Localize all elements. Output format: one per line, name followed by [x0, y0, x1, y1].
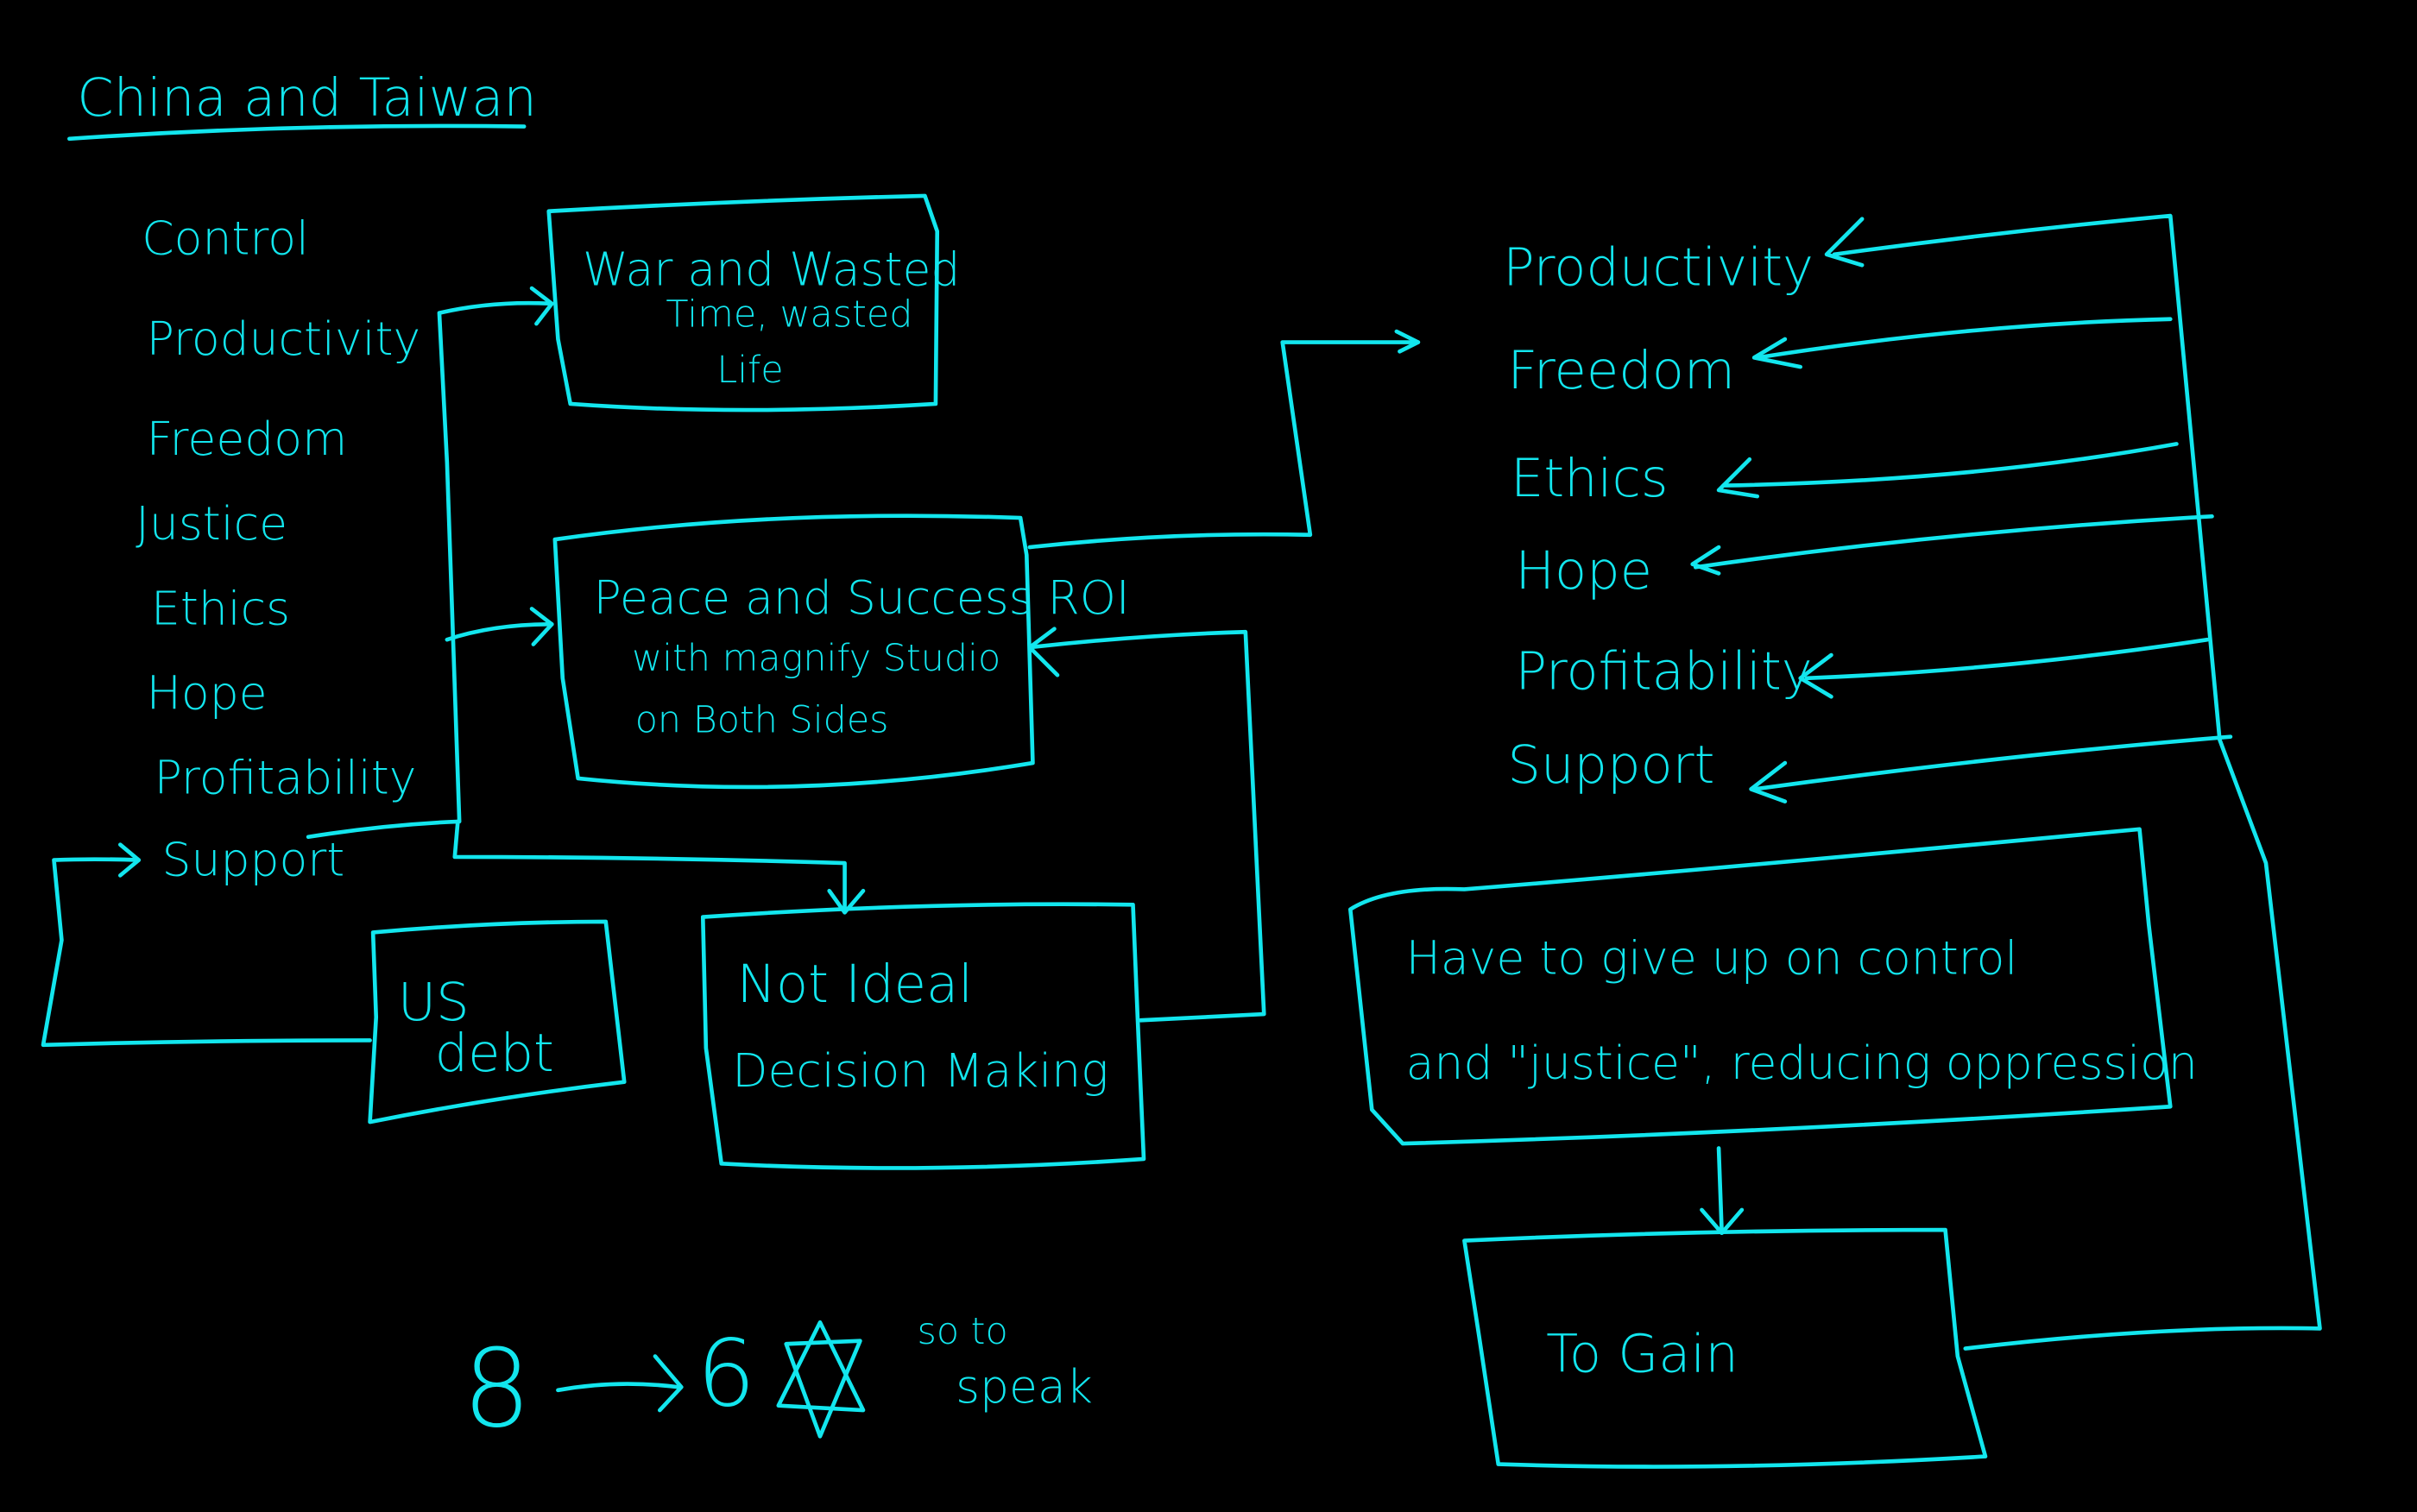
war-box-line-1: War and Wasted [583, 242, 960, 296]
note-line-1: so to [918, 1310, 1008, 1353]
peace-box-line-2: with magnify Studio [632, 637, 1000, 680]
not-ideal-line-1: Not Ideal [737, 954, 974, 1015]
right-connectors [1690, 213, 2322, 1351]
us-debt-box: US debt [368, 919, 627, 1125]
peace-box-line-3: on Both Sides [635, 698, 889, 741]
left-item-productivity: Productivity [147, 312, 421, 366]
right-item-freedom: Freedom [1507, 341, 1735, 401]
right-item-profitability: Profitability [1515, 641, 1812, 702]
us-debt-line-2: debt [435, 1024, 554, 1084]
right-value-list: Productivity Freedom Ethics Hope Profita… [1503, 237, 1814, 796]
left-item-control: Control [142, 211, 309, 266]
give-up-box: Have to give up on control and "justice"… [1347, 827, 2198, 1146]
left-item-justice: Justice [136, 496, 287, 551]
right-item-ethics: Ethics [1511, 449, 1668, 509]
right-item-support: Support [1507, 735, 1714, 796]
left-value-list: Control Productivity Freedom Justice Eth… [136, 211, 420, 887]
peace-box: Peace and Success ROI with magnify Studi… [552, 513, 1130, 790]
left-item-ethics: Ethics [151, 581, 290, 635]
give-up-line-2: and "justice", reducing oppression [1406, 1036, 2198, 1090]
left-item-profitability: Profitability [155, 751, 417, 805]
right-item-hope: Hope [1515, 541, 1652, 602]
footer-note: 8 6 so to speak [463, 1310, 1093, 1452]
not-ideal-line-2: Decision Making [732, 1043, 1108, 1098]
number-eight: 8 [463, 1326, 532, 1452]
arrow-right-icon [556, 1354, 684, 1413]
war-box: War and Wasted Time, wasted Life [546, 193, 960, 413]
not-ideal-box: Not Ideal Decision Making [700, 902, 1146, 1170]
us-debt-line-1: US [398, 973, 470, 1033]
left-item-freedom: Freedom [147, 412, 348, 466]
gain-label: To Gain [1546, 1324, 1739, 1384]
give-up-line-1: Have to give up on control [1406, 931, 2018, 986]
note-line-2: speak [956, 1359, 1093, 1414]
war-box-line-2: Time, wasted [666, 293, 912, 337]
right-item-productivity: Productivity [1503, 237, 1814, 298]
left-item-hope: Hope [147, 666, 268, 721]
star-of-david-icon [776, 1320, 866, 1439]
gain-box: To Gain [1462, 1227, 1988, 1469]
number-six: 6 [697, 1321, 755, 1428]
page-title: China and Taiwan [77, 68, 537, 129]
peace-box-line-1: Peace and Success ROI [594, 570, 1130, 625]
title-underline [67, 123, 527, 142]
left-item-support: Support [162, 832, 345, 886]
left-connectors [41, 286, 1421, 1048]
war-box-line-3: Life [716, 349, 783, 392]
